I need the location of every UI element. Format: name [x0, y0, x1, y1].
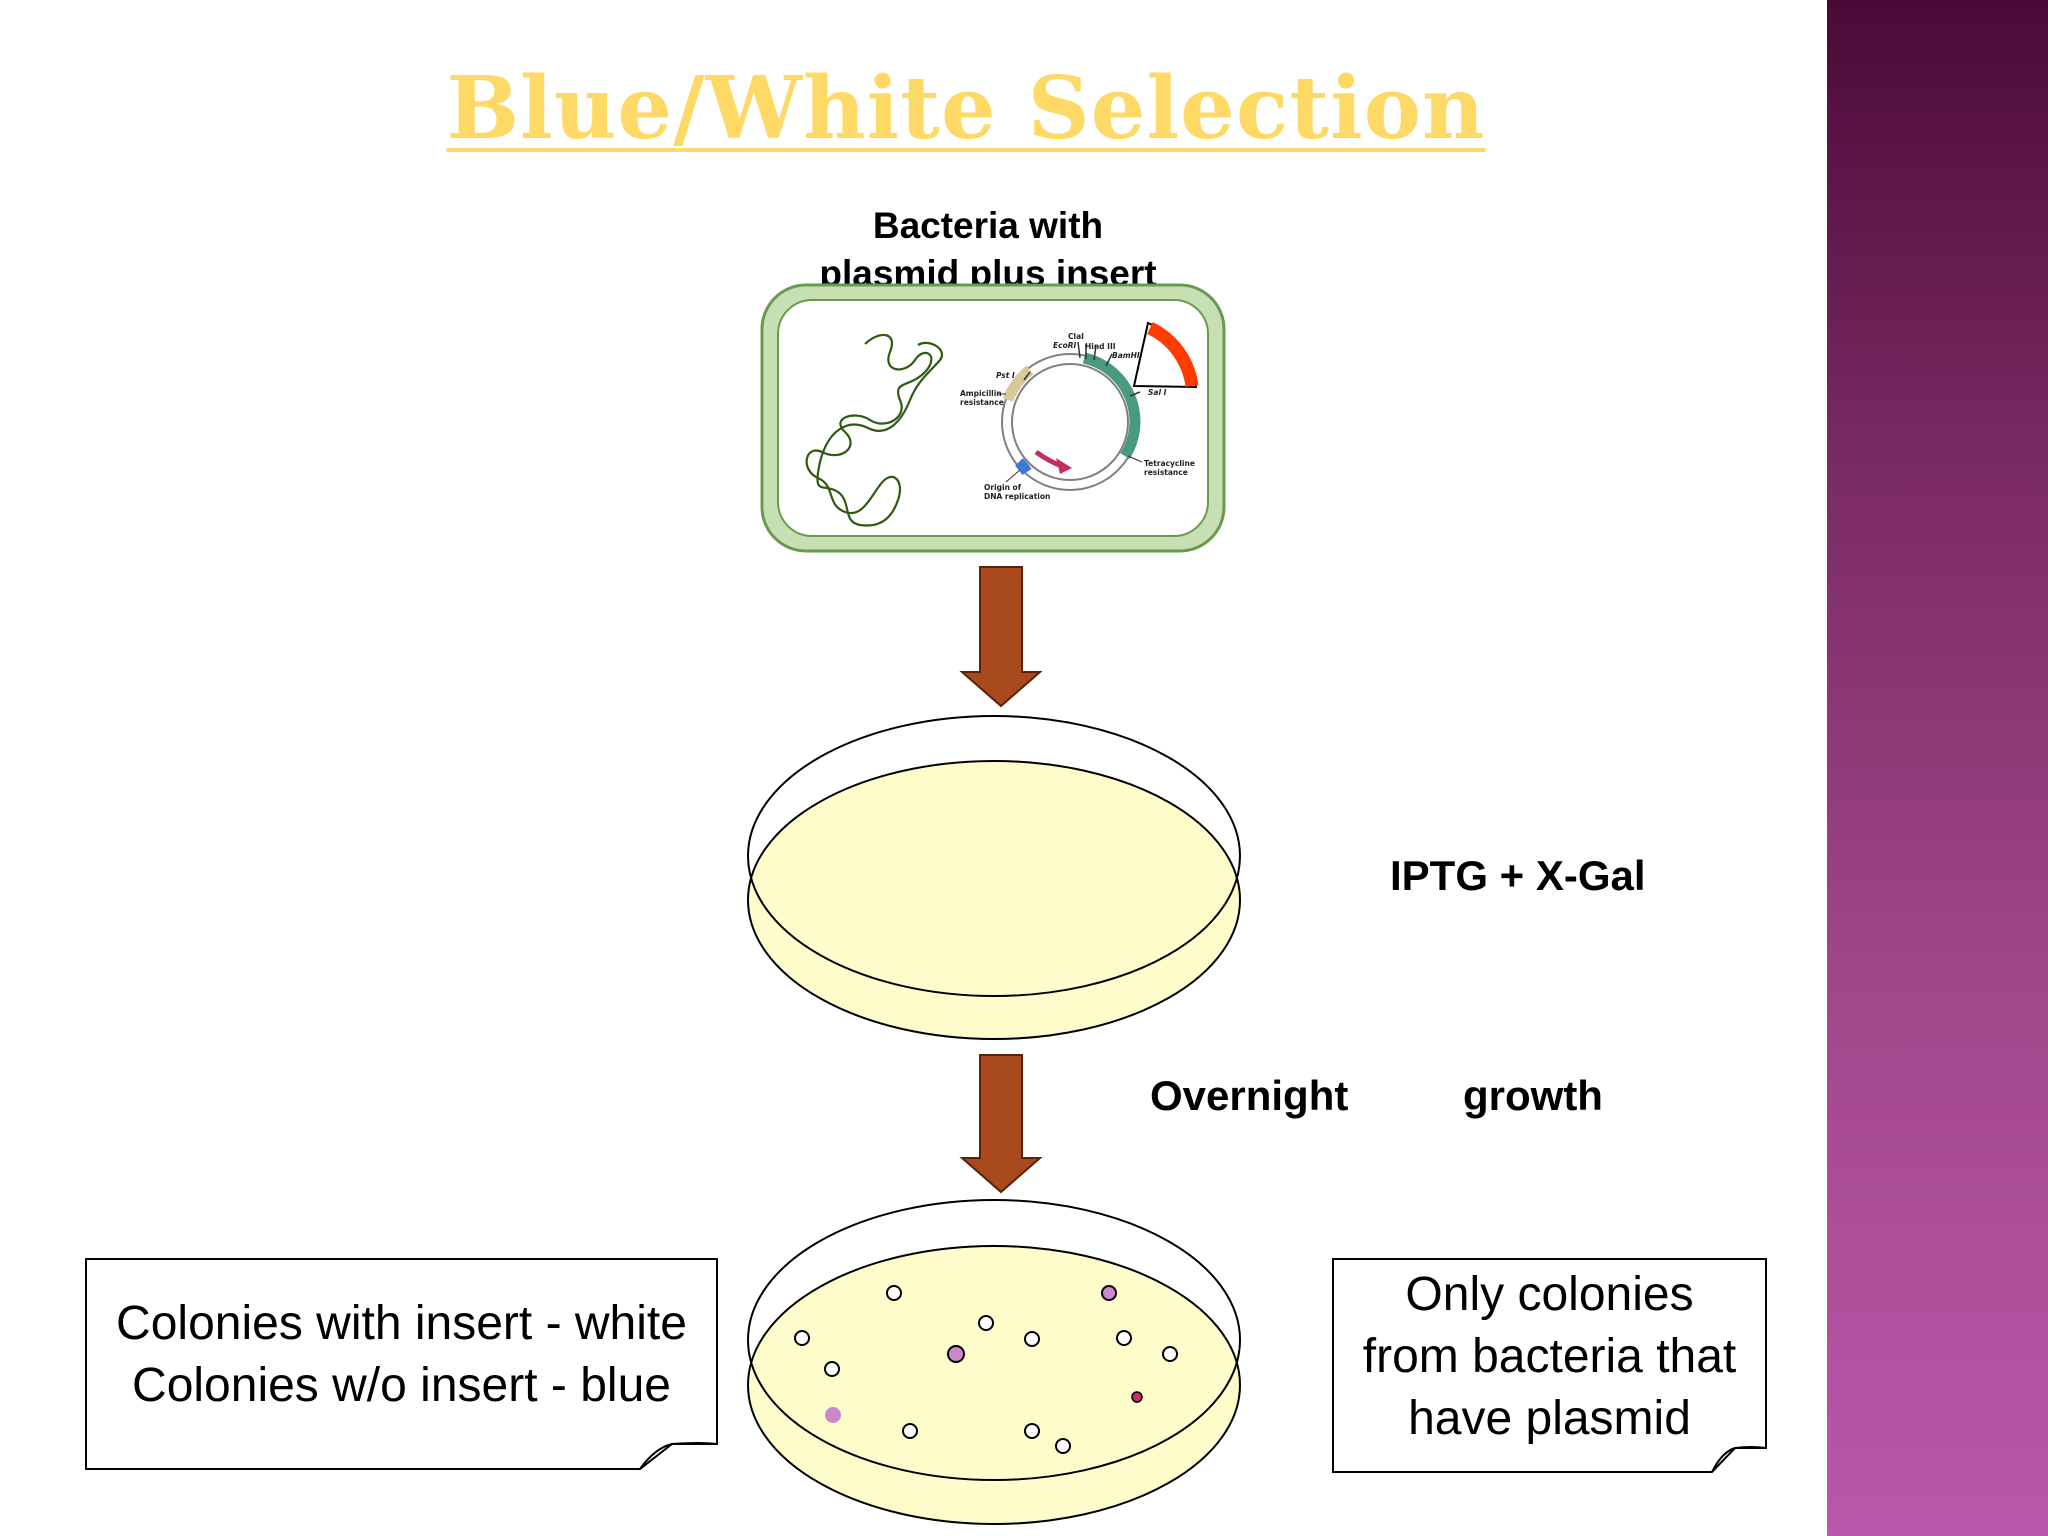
right-callout-box	[1332, 1258, 1767, 1473]
tetracycline-gene	[1082, 352, 1141, 459]
tet-label-line2: resistance	[1144, 468, 1188, 477]
dish1-lid	[747, 715, 1241, 997]
bacterial-chromosome	[805, 334, 943, 527]
right-callout-text: Only colonies from bacteria that have pl…	[1335, 1264, 1764, 1450]
promoter-arrow-head	[1056, 458, 1072, 474]
ori-label-line2: DNA replication	[984, 492, 1050, 501]
petri-dish-empty	[747, 715, 1241, 1040]
blue-colony	[1131, 1391, 1143, 1403]
cla-site-tick	[1077, 341, 1081, 359]
tet-leader-line	[1127, 455, 1143, 463]
psti-label: Pst I	[996, 371, 1015, 380]
origin-of-replication	[1014, 458, 1032, 476]
arrow-down-2	[959, 1054, 1043, 1194]
bamhi-site-tick	[1105, 353, 1113, 367]
growth-label-word2: growth	[1463, 1072, 1603, 1119]
amp-label-line1: Ampicillin	[960, 389, 1002, 398]
growth-label-word1: Overnight	[1150, 1072, 1349, 1119]
left-callout-line2: Colonies w/o insert - blue	[132, 1359, 671, 1412]
left-callout-line1: Colonies with insert - white	[116, 1297, 687, 1350]
white-colony	[978, 1315, 994, 1331]
right-callout-line1: Only colonies	[1405, 1268, 1694, 1321]
hind-site-tick	[1093, 345, 1097, 361]
sali-site-tick	[1129, 391, 1141, 397]
arrow-down-1	[959, 566, 1043, 708]
insert-dna	[1146, 322, 1199, 388]
plasmid-map: ClaI EcoRI Hind III BamHI Sal I Pst I Am…	[960, 321, 1199, 501]
dish2-agar	[747, 1245, 1241, 1525]
ecori-label: EcoRI	[1053, 341, 1076, 350]
left-callout-box	[85, 1258, 718, 1470]
bacterial-cell	[760, 283, 1226, 553]
ori-label-line1: Origin of	[984, 483, 1022, 492]
cla-label: ClaI	[1068, 332, 1084, 341]
bamhi-label: BamHI	[1112, 351, 1140, 360]
white-colony	[902, 1423, 918, 1439]
left-callout-curl	[639, 1442, 718, 1470]
petri-dish-colonies	[747, 1199, 1241, 1525]
bacteria-label-line1: Bacteria with	[872, 205, 1104, 246]
blue-colony	[947, 1345, 965, 1363]
white-colony	[1024, 1423, 1040, 1439]
white-colony	[1116, 1330, 1132, 1346]
white-colony	[824, 1361, 840, 1377]
psti-site-tick	[1023, 371, 1031, 381]
dish2-lid	[747, 1199, 1241, 1481]
white-colony	[794, 1330, 810, 1346]
tet-label-line1: Tetracycline	[1144, 459, 1195, 468]
left-callout-text: Colonies with insert - white Colonies w/…	[88, 1293, 715, 1417]
plasmid-inner-ring	[1011, 363, 1129, 481]
ori-leader-line	[1005, 469, 1021, 483]
blue-colony	[825, 1407, 841, 1423]
amp-label-line2: resistance	[960, 398, 1004, 407]
dish1-agar	[747, 760, 1241, 1040]
right-callout-line3: have plasmid	[1408, 1392, 1691, 1445]
media-label: IPTG + X-Gal	[1390, 852, 1646, 899]
hind-label: Hind III	[1085, 342, 1116, 351]
decorative-side-band	[1827, 0, 2048, 1536]
white-colony	[886, 1285, 902, 1301]
ampicillin-gene	[1002, 365, 1034, 403]
white-colony	[1162, 1346, 1178, 1362]
white-colony	[1024, 1331, 1040, 1347]
right-callout-line2: from bacteria that	[1362, 1330, 1737, 1383]
right-callout-curl	[1711, 1446, 1767, 1473]
white-colony	[1055, 1438, 1071, 1454]
blue-colony	[1101, 1285, 1117, 1301]
sali-label: Sal I	[1148, 388, 1167, 397]
slide-title: Blue/White Selection	[446, 58, 1486, 159]
